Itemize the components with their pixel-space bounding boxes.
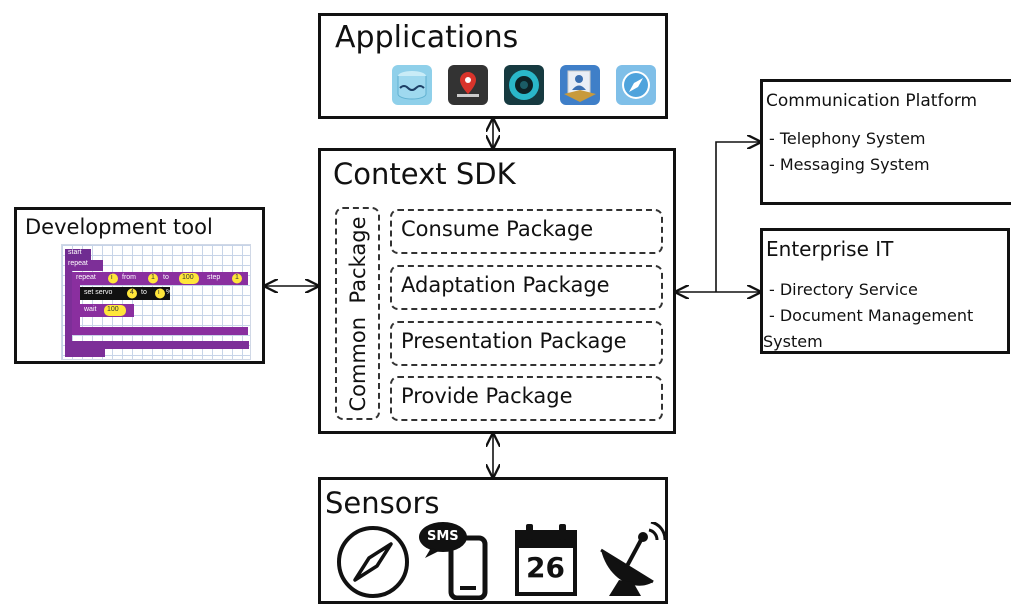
block-repeat-inner: repeat	[76, 274, 96, 281]
enterprise-item-document: - Document Management	[769, 306, 974, 325]
presentation-package-box: Presentation Package	[390, 321, 663, 366]
satellite-dish-icon	[600, 522, 666, 596]
arrow-branch-communication	[715, 142, 760, 292]
block-repeat: repeat	[68, 260, 88, 267]
sms-phone-icon	[419, 522, 488, 600]
common-package-box: Common Package	[335, 207, 380, 420]
context-sdk-title: Context SDK	[333, 157, 516, 191]
adaptation-package-box: Adaptation Package	[390, 265, 663, 310]
enterprise-it-title: Enterprise IT	[766, 237, 894, 261]
block-editor-grid: start repeat repeat i from 1 to 100 step…	[61, 244, 251, 360]
block-servo-value: 4	[130, 289, 134, 296]
block-var-i: i	[111, 274, 113, 281]
database-wave-icon	[392, 65, 432, 105]
block-var-i-2: i	[158, 289, 160, 296]
presentation-package-label: Presentation Package	[401, 329, 627, 353]
photo-book-icon	[560, 65, 600, 105]
provide-package-box: Provide Package	[390, 376, 663, 421]
calendar-day: 26	[526, 551, 565, 584]
sensors-title: Sensors	[325, 486, 440, 520]
code-blocks-graphic	[65, 249, 249, 357]
compass-safari-icon	[616, 65, 656, 105]
sensors-box: Sensors SMS 26	[318, 477, 668, 604]
block-to: to	[163, 274, 169, 281]
provide-package-label: Provide Package	[401, 384, 573, 408]
compass-icon	[337, 526, 409, 598]
block-from-value: 1	[151, 274, 155, 281]
communication-item-messaging: - Messaging System	[769, 155, 930, 174]
block-from: from	[122, 274, 136, 281]
consume-package-label: Consume Package	[401, 217, 594, 241]
enterprise-item-directory: - Directory Service	[769, 280, 918, 299]
block-step-value: 1	[235, 274, 239, 281]
block-percent: %	[166, 289, 173, 296]
common-package-label: Common Package	[345, 216, 370, 411]
applications-title: Applications	[335, 20, 519, 55]
development-tool-title: Development tool	[25, 215, 213, 239]
communication-platform-title: Communication Platform	[766, 91, 978, 111]
camera-lens-icon	[504, 65, 544, 105]
communication-item-telephony: - Telephony System	[769, 129, 926, 148]
map-pin-icon	[448, 65, 488, 105]
block-to-2: to	[141, 289, 147, 296]
consume-package-box: Consume Package	[390, 209, 663, 254]
enterprise-item-system: System	[763, 332, 823, 351]
enterprise-it-box: Enterprise IT - Directory Service - Docu…	[760, 228, 1010, 354]
context-sdk-box: Context SDK Common Package Consume Packa…	[318, 148, 676, 434]
applications-box: Applications	[318, 13, 668, 119]
calendar-icon	[515, 524, 577, 596]
block-set-servo: set servo	[84, 289, 113, 296]
block-wait: wait	[84, 306, 97, 313]
block-step: step	[207, 274, 221, 281]
block-start: start	[68, 249, 82, 256]
adaptation-package-label: Adaptation Package	[401, 273, 610, 297]
communication-platform-box: Communication Platform - Telephony Syste…	[760, 79, 1011, 205]
development-tool-box: Development tool start repeat repeat i f…	[14, 207, 265, 364]
sms-label: SMS	[427, 529, 459, 544]
block-wait-value: 100	[107, 306, 119, 313]
block-to-value: 100	[182, 274, 194, 281]
